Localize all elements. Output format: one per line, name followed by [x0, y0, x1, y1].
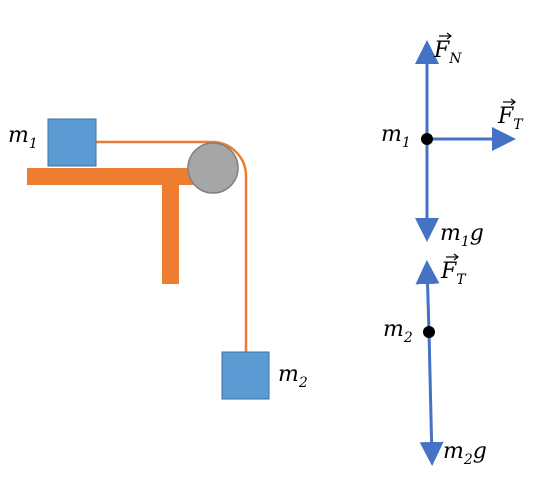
body-label-m1: m1 [381, 122, 411, 151]
block-m1-label: m1 [8, 123, 38, 152]
tension-label-m2: FT [440, 253, 467, 288]
normal-force-label: FN [433, 32, 462, 67]
free-body-diagram-m1: FN FT m1 m1g [381, 32, 524, 250]
block-m2 [221, 351, 270, 400]
svg-text:FT: FT [440, 259, 467, 288]
setup: m1 m2 [8, 118, 308, 400]
weight-label-m2: m2g [443, 439, 487, 468]
table-leg [162, 185, 179, 284]
pulley [187, 142, 239, 194]
svg-text:FN: FN [433, 38, 462, 67]
svg-text:FT: FT [497, 104, 524, 133]
block-m1 [47, 118, 97, 167]
body-point-m2 [423, 326, 435, 338]
body-point-m1 [421, 133, 433, 145]
weight-label-m1: m1g [440, 221, 484, 250]
table-top [27, 168, 217, 185]
tension-label-m1: FT [497, 98, 524, 133]
weight-vector-m2 [419, 331, 444, 466]
vector-arrowhead-icon [453, 253, 459, 261]
block-m2-label: m2 [278, 362, 308, 391]
free-body-diagram-m2: FT m2 m2g [383, 253, 487, 468]
rope [96, 140, 248, 352]
vector-arrowhead-icon [510, 98, 516, 106]
body-label-m2: m2 [383, 317, 413, 346]
vector-arrowhead-icon [446, 32, 452, 40]
tension-vector-m2 [415, 260, 440, 333]
